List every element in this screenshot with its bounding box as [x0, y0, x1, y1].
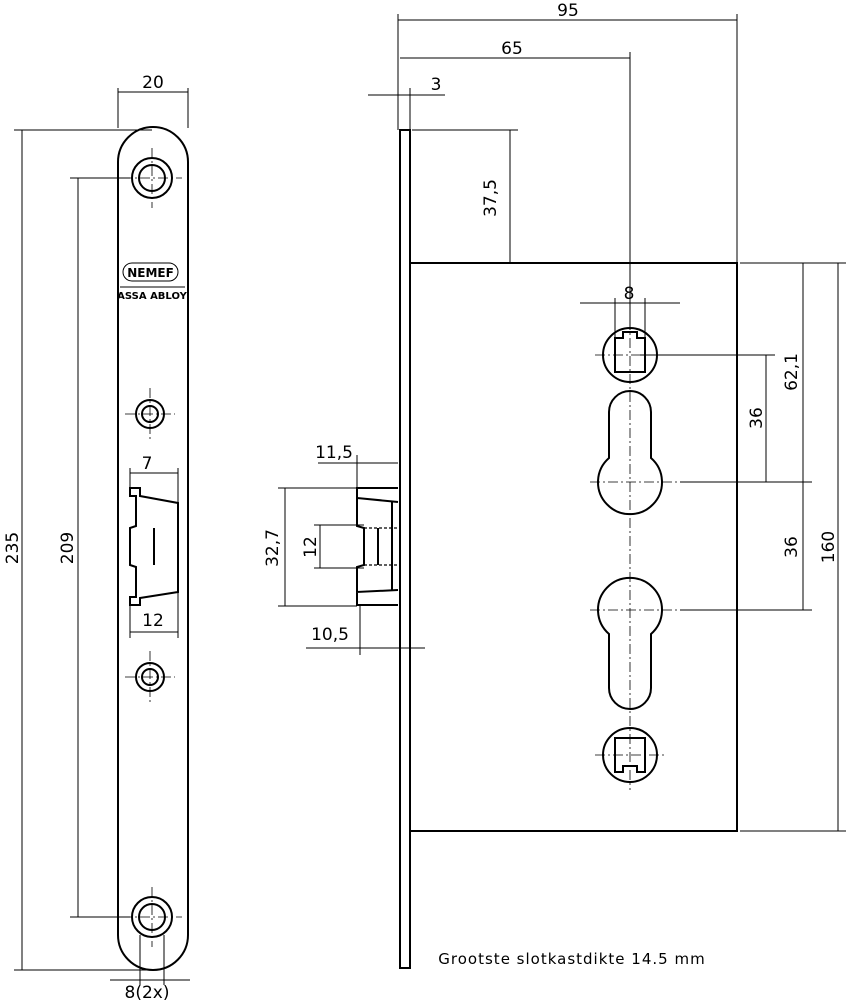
dimension-label: 36 — [782, 536, 802, 558]
dimension-label: 8(2x) — [125, 983, 170, 1000]
drawing-line — [640, 354, 812, 483]
faceplate-side — [399, 129, 411, 969]
dimension-label: 3 — [431, 75, 442, 95]
drawing-line — [314, 524, 364, 569]
dim-lower-spacing: 36 — [680, 482, 812, 611]
dim-latch-depth: 10,5 — [306, 605, 425, 655]
dimension-label: 95 — [557, 1, 579, 21]
dimension-label: 10,5 — [311, 625, 349, 645]
dimension-label: 209 — [58, 532, 78, 564]
drawing-line — [278, 487, 357, 607]
case-thickness-note: Grootste slotkastdikte 14.5 mm — [438, 950, 705, 968]
nemef-logo: NEMEF ASSA ABLOY — [117, 262, 188, 302]
dimension-label: 7 — [142, 454, 153, 474]
dimension-label: 160 — [819, 531, 839, 563]
drawing-line — [129, 487, 179, 606]
dimension-label: 65 — [501, 39, 523, 59]
drawing-line — [580, 298, 680, 338]
latch-side — [356, 487, 399, 606]
lock-case — [409, 262, 738, 832]
drawing-line — [368, 88, 445, 130]
dimension-label: 12 — [142, 611, 164, 631]
latch-front — [129, 487, 179, 606]
drawing-line — [680, 482, 812, 611]
drawing-line — [318, 455, 398, 488]
drawing-line — [400, 52, 631, 330]
dim-latch-width: 7 — [129, 454, 179, 503]
drawing-line — [614, 331, 646, 373]
drawing-line — [614, 737, 646, 773]
drawing-line — [110, 935, 190, 985]
dim-top-offset: 37,5 — [412, 129, 518, 263]
drawing-line — [117, 88, 189, 128]
drawing-line — [412, 129, 518, 263]
dimension-label: 235 — [3, 532, 23, 564]
drawing-line — [597, 576, 663, 710]
dimension-label: 62,1 — [782, 353, 802, 391]
dim-spindle: 8 — [580, 284, 680, 338]
dimension-label: 32,7 — [263, 529, 283, 567]
dimension-label: 8 — [624, 284, 635, 304]
dim-latch-height: 32,7 — [263, 487, 357, 607]
logo-brand: NEMEF — [127, 266, 174, 280]
drawing-line — [129, 592, 179, 638]
drawing-line — [122, 148, 182, 947]
drawing-line — [590, 320, 680, 790]
dimension-label: 20 — [142, 73, 164, 93]
dim-backset: 65 — [400, 39, 631, 330]
dim-hole-diameter: 8(2x) — [110, 935, 190, 1000]
dimension-label: 11,5 — [315, 443, 353, 463]
dim-total-height: 235 — [3, 129, 152, 971]
dim-width: 20 — [117, 73, 189, 128]
drawing-line — [14, 129, 152, 971]
cylinder-hole-upper — [597, 390, 663, 516]
drawing-line — [740, 262, 846, 832]
drawing-line — [122, 262, 179, 282]
dimension-label: 36 — [747, 407, 767, 429]
drawing-line — [129, 468, 179, 503]
dimension-label: 12 — [301, 536, 321, 558]
faceplate-front-view: NEMEF ASSA ABLOY 20 235 209 7 12 — [3, 73, 190, 1000]
drawing-line — [117, 126, 189, 971]
dim-overall-depth: 95 — [397, 1, 738, 263]
dim-hole-spacing: 209 — [58, 177, 130, 918]
dim-faceplate-thickness: 3 — [368, 75, 445, 130]
dim-latch-inner: 12 — [301, 524, 364, 569]
drawing-line — [306, 605, 425, 655]
dim-latch-projection: 11,5 — [315, 443, 398, 488]
drawing-line — [70, 177, 130, 918]
dim-case-height: 160 — [740, 262, 846, 832]
dim-upper-spacing: 36 — [640, 354, 812, 483]
logo-group: ASSA ABLOY — [117, 291, 187, 302]
lock-side-view: 95 65 3 37,5 8 62,1 36 36 — [263, 1, 846, 969]
dim-spindle-to-cylinder: 62,1 — [740, 262, 812, 482]
drawing-line — [377, 502, 393, 590]
drawing-line — [364, 527, 398, 566]
dimension-label: 37,5 — [481, 179, 501, 217]
drawing-line — [397, 14, 738, 263]
dim-latch-offset: 12 — [129, 592, 179, 638]
drawing-line — [597, 390, 663, 516]
cylinder-hole-lower — [597, 576, 663, 710]
